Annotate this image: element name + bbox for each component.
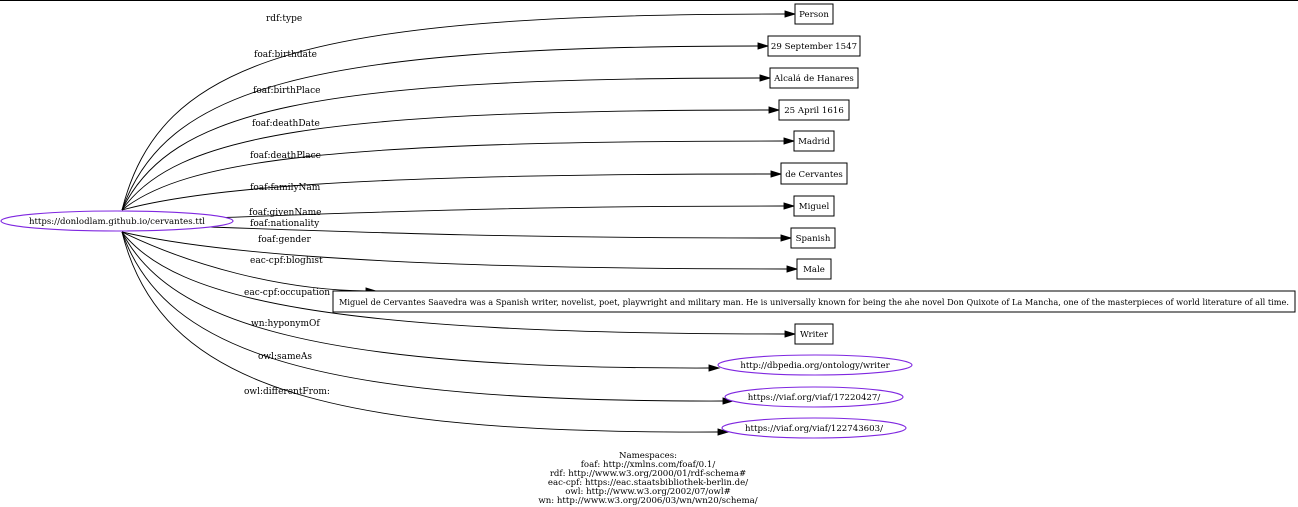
top-border-line <box>0 0 1298 1</box>
object-node-deathplace-box <box>793 130 835 152</box>
object-node-bloghist[interactable]: Miguel de Cervantes Saavedra was a Spani… <box>332 290 1296 313</box>
subject-node[interactable]: https://donlodlam.github.io/cervantes.tt… <box>0 210 234 232</box>
namespaces-title: Namespaces: <box>619 451 677 461</box>
edges <box>121 10 799 436</box>
edge-arrow-deathplace <box>783 137 796 145</box>
namespace-line-wn: wn: http://www.w3.org/2006/03/wn/wn20/sc… <box>538 496 757 506</box>
edge-arrow-occupation <box>784 330 797 338</box>
object-node-occupation-box <box>794 323 834 345</box>
edge-label-deathdate: foaf:deathDate <box>252 119 320 129</box>
object-node-deathplace[interactable]: Madrid <box>793 130 835 152</box>
object-node-viaf-differentfrom-label: https://viaf.org/viaf/122743603/ <box>745 424 883 434</box>
edge-label-birthdate: foaf:birthdate <box>254 50 317 60</box>
edge-path-hyponymof <box>121 231 710 369</box>
object-node-bloghist-label: Miguel de Cervantes Saavedra was a Spani… <box>339 298 1289 308</box>
subject-node-ellipse <box>0 210 234 232</box>
edge-label-deathplace: foaf:deathPlace <box>250 151 321 161</box>
edge-label-hyponymof: wn:hyponymOf <box>251 319 320 329</box>
edge-arrow-nationality <box>780 234 793 242</box>
edge-path-differentfrom <box>121 231 719 433</box>
edge-arrow-differentfrom <box>717 428 730 436</box>
edge-arrow-rdf-type <box>784 10 797 18</box>
object-node-familyname-box <box>780 162 848 185</box>
object-node-nationality[interactable]: Spanish <box>790 227 836 249</box>
object-node-birthdate[interactable]: 29 September 1547 <box>767 35 861 57</box>
object-node-nationality-label: Spanish <box>796 234 831 244</box>
object-node-birthdate-box <box>767 35 861 57</box>
namespace-line-foaf: foaf: http://xmlns.com/foaf/0.1/ <box>581 460 716 470</box>
object-node-person[interactable]: Person <box>794 3 834 25</box>
object-node-birthdate-label: 29 September 1547 <box>771 42 857 52</box>
edge-arrow-hyponymof <box>708 364 721 372</box>
object-node-birthplace-label: Alcalá de Hanares <box>773 73 854 84</box>
namespaces-legend: Namespaces: foaf: http://xmlns.com/foaf/… <box>538 451 757 506</box>
edge-arrow-familyname <box>770 170 783 178</box>
object-node-familyname-label: de Cervantes <box>785 170 843 180</box>
edge-path-deathdate <box>121 109 770 211</box>
object-node-gender-label: Male <box>803 265 825 275</box>
namespace-line-owl: owl: http://www.w3.org/2002/07/owl# <box>565 487 731 497</box>
literal-nodes: Person 29 September 1547 Alcalá de Hanar… <box>332 3 1296 345</box>
edge-arrow-givenname <box>783 202 796 210</box>
object-node-viaf-sameas-label: https://viaf.org/viaf/17220427/ <box>748 393 881 403</box>
object-node-gender[interactable]: Male <box>796 258 832 280</box>
namespace-line-eac-cpf: eac-cpf: https://eac.staatsbibliothek-be… <box>548 478 748 488</box>
edge-arrow-birthdate <box>757 42 770 50</box>
object-node-birthplace-box <box>769 67 859 89</box>
object-node-birthplace[interactable]: Alcalá de Hanares <box>769 67 859 89</box>
object-node-deathplace-label: Madrid <box>798 137 830 147</box>
object-node-person-box <box>794 3 834 25</box>
edge-arrow-deathdate <box>768 106 781 114</box>
edge-path-bloghist <box>121 231 367 292</box>
resource-nodes: http://dbpedia.org/ontology/writer https… <box>717 354 913 439</box>
object-node-familyname[interactable]: de Cervantes <box>780 162 848 185</box>
edge-label-familyname: foaf:familyNam <box>250 183 321 193</box>
object-node-viaf-differentfrom-ellipse <box>721 417 907 439</box>
edge-path-birthdate <box>121 45 759 211</box>
edge-label-occupation: eac-cpf:occupation <box>244 288 330 298</box>
object-node-deathdate-label: 25 April 1616 <box>784 106 844 116</box>
edge-arrow-birthplace <box>759 74 772 82</box>
object-node-occupation[interactable]: Writer <box>794 323 834 345</box>
edge-path-gender <box>121 231 788 270</box>
edge-arrow-gender <box>786 265 799 273</box>
object-node-givenname-box <box>793 195 835 217</box>
edge-path-sameas <box>121 231 724 402</box>
object-node-dbpedia-writer-label: http://dbpedia.org/ontology/writer <box>740 361 890 371</box>
edge-path-occupation <box>121 231 786 335</box>
edge-label-nationality: foaf:nationality <box>250 219 320 229</box>
edge-label-gender: foaf:gender <box>258 235 311 245</box>
subject-node-label: https://donlodlam.github.io/cervantes.tt… <box>29 217 205 227</box>
object-node-dbpedia-writer-ellipse <box>717 354 913 376</box>
object-node-givenname-label: Miguel <box>799 202 830 212</box>
namespace-line-rdf: rdf: http://www.w3.org/2000/01/rdf-schem… <box>550 469 746 479</box>
object-node-nationality-box <box>790 227 836 249</box>
edge-label-sameas: owl:sameAs <box>258 352 312 362</box>
edge-label-differentfrom: owl:differentFrom: <box>244 387 330 397</box>
object-node-viaf-sameas[interactable]: https://viaf.org/viaf/17220427/ <box>724 386 904 408</box>
object-node-occupation-label: Writer <box>800 330 829 340</box>
edge-label-birthplace: foaf:birthPlace <box>253 86 321 96</box>
object-node-person-label: Person <box>799 10 829 20</box>
edge-path-rdf-type <box>121 13 786 211</box>
edge-path-deathplace <box>121 140 785 211</box>
edge-label-rdf-type: rdf:type <box>266 14 302 24</box>
edge-path-birthplace <box>121 77 761 211</box>
object-node-deathdate-box <box>778 99 850 121</box>
edge-label-givenname: foaf:givenName <box>249 208 321 218</box>
edge-labels: rdf:type foaf:birthdate foaf:birthPlace … <box>244 14 330 397</box>
object-node-viaf-sameas-ellipse <box>724 386 904 408</box>
object-node-dbpedia-writer[interactable]: http://dbpedia.org/ontology/writer <box>717 354 913 376</box>
edge-path-familyname <box>121 173 772 211</box>
object-node-gender-box <box>796 258 832 280</box>
edge-path-nationality <box>209 226 782 239</box>
object-node-deathdate[interactable]: 25 April 1616 <box>778 99 850 121</box>
edge-path-givenname <box>209 205 785 219</box>
object-node-givenname[interactable]: Miguel <box>793 195 835 217</box>
object-node-viaf-differentfrom[interactable]: https://viaf.org/viaf/122743603/ <box>721 417 907 439</box>
object-node-bloghist-box <box>332 290 1296 313</box>
edge-label-bloghist: eac-cpf:bloghist <box>250 256 323 266</box>
